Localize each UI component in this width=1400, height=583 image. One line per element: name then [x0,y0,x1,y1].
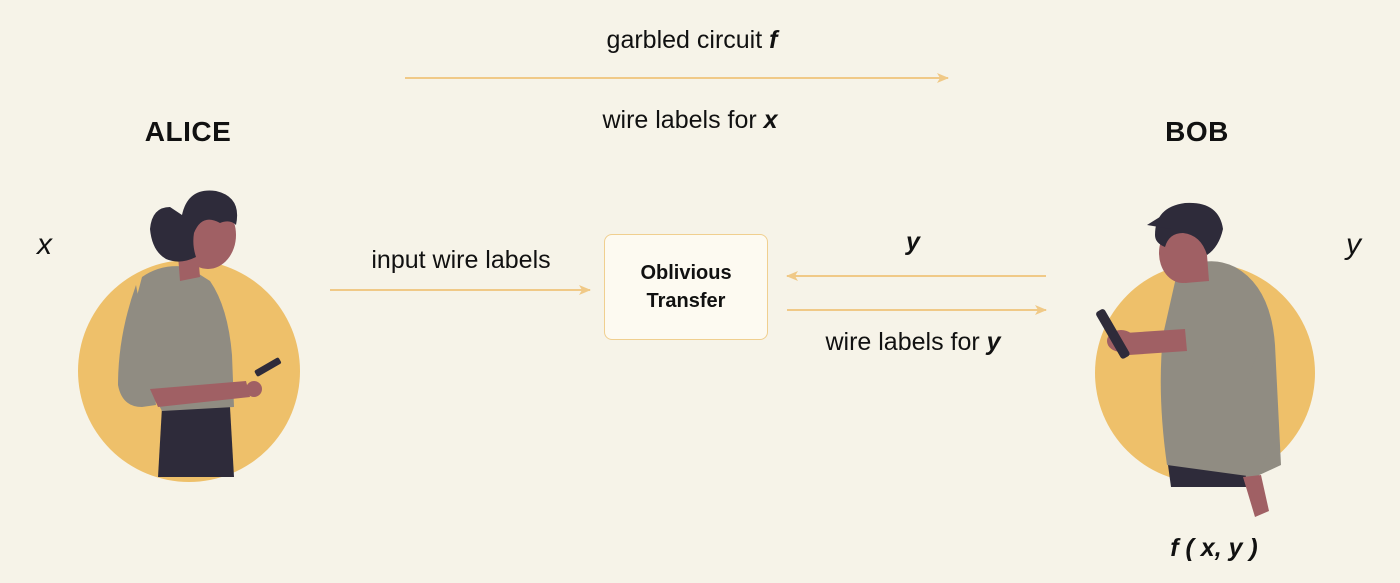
ot-line-1: Oblivious [640,262,732,284]
wire-labels-x-var: x [763,106,778,134]
bob-illustration [1095,202,1315,517]
garbled-circuit-label: garbled circuit f [607,26,778,55]
alice-name: ALICE [144,116,232,147]
wire-labels-y-label: wire labels for y [825,328,1000,357]
wire-labels-x-label: wire labels for x [602,106,777,135]
oblivious-transfer-box: Oblivious Transfer [604,234,768,340]
alice-illustration [78,190,300,482]
wire-labels-x-text: wire labels for [602,106,764,134]
y-to-ot-label: y [906,228,920,256]
garbled-circuit-var: f [769,26,778,54]
wire-labels-y-text: wire labels for [825,328,987,356]
ot-line-2: Transfer [646,290,726,312]
wire-labels-y-var: y [986,328,1001,356]
alice-input-var: x [37,228,52,261]
bob-name: BOB [1165,116,1229,147]
garbled-circuit-text: garbled circuit [606,26,770,54]
bob-input-var: y [1346,228,1361,261]
input-wire-labels-label: input wire labels [371,246,551,274]
function-output: f ( x, y ) [1170,534,1258,562]
